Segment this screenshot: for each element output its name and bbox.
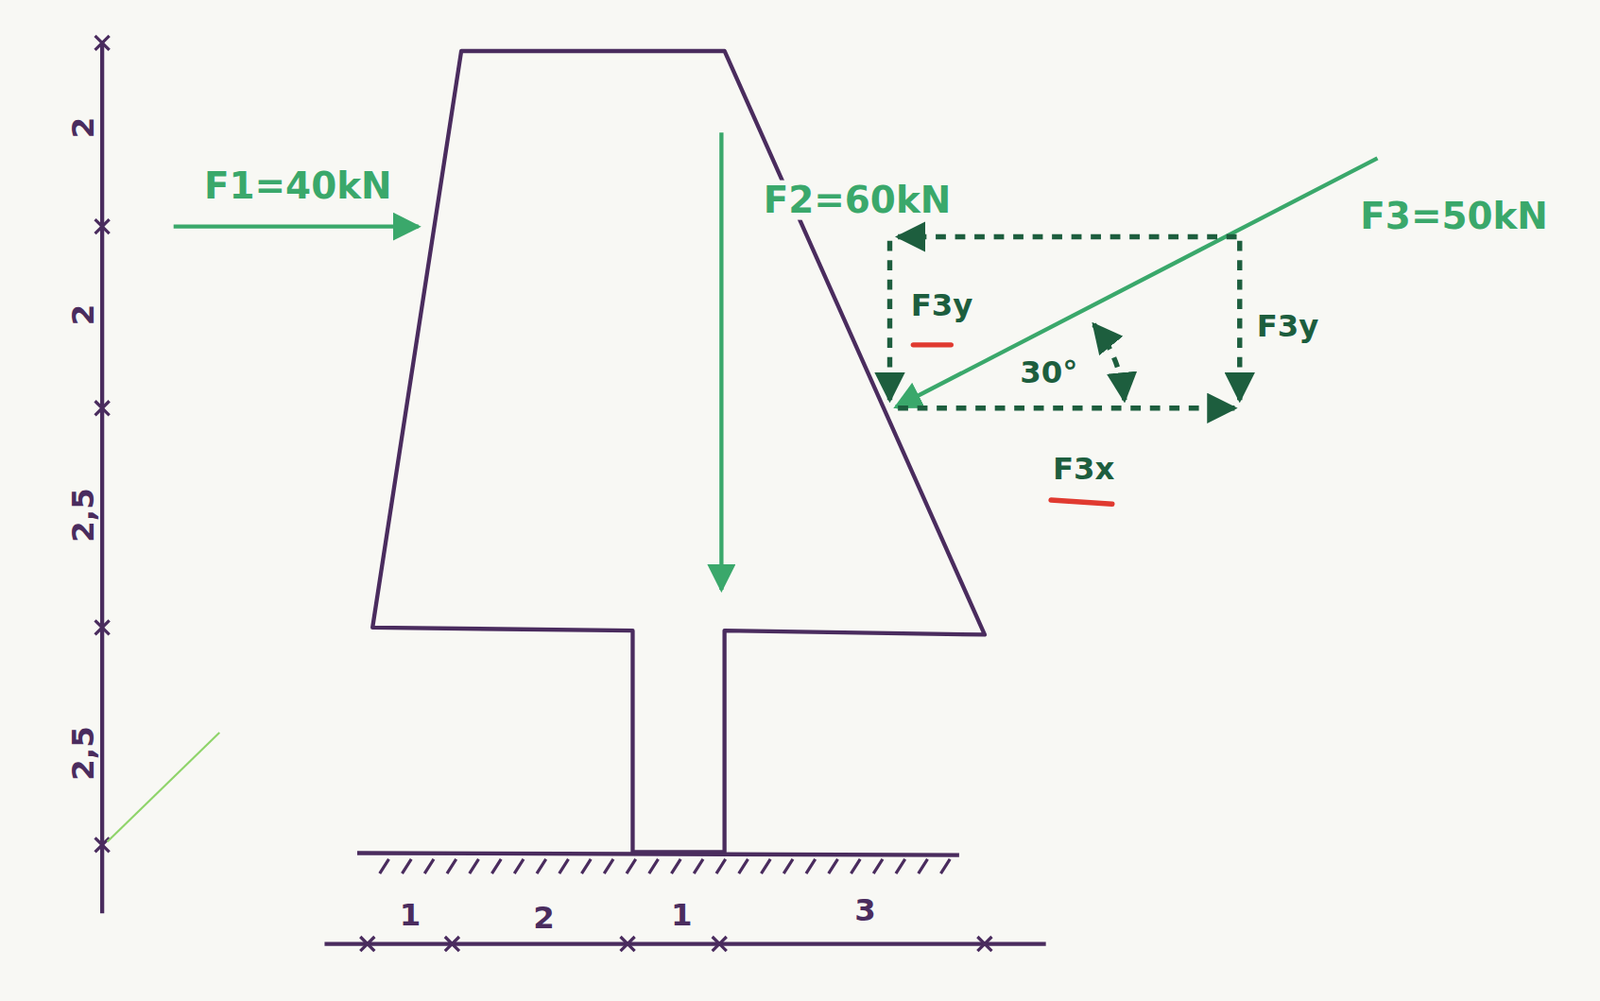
highlight-underline: [912, 342, 951, 347]
f3y-component-right: [1237, 240, 1242, 400]
force-f1-arrow: [173, 223, 419, 228]
f3x-component-bottom: [897, 405, 1235, 411]
dimension-ticks: [360, 936, 992, 951]
dimension-label: 1: [396, 898, 425, 933]
f3x-component-top: [897, 234, 1237, 240]
angle-arc: [1093, 324, 1124, 400]
dimension-label: 2,5: [67, 722, 102, 783]
force-f3-arrow: [895, 157, 1378, 407]
dimension-axis: [100, 40, 104, 913]
dimension-label: 2: [67, 300, 102, 328]
structure-outline: [372, 51, 985, 852]
force-f2-arrow: [719, 132, 723, 590]
ground-hatch: [379, 859, 950, 874]
dimension-label: 1: [668, 898, 696, 933]
component-label: F3y: [908, 289, 977, 324]
angle-label: 30°: [1016, 356, 1081, 391]
stray-mark: [107, 732, 221, 843]
dimension-label: 3: [851, 894, 879, 929]
component-label: F3y: [1254, 309, 1323, 345]
dimension-label: 2: [530, 901, 558, 936]
dimension-line: [324, 941, 1046, 946]
component-rectangle: [889, 236, 1239, 408]
force-label: F2=60kN: [760, 179, 955, 221]
highlight-underline: [1050, 499, 1113, 504]
component-label: F3x: [1049, 452, 1119, 487]
force-label: F1=40kN: [201, 165, 396, 207]
force-label: F3=50kN: [1357, 196, 1551, 238]
dimension-label: 2: [67, 114, 102, 142]
f3y-component-left: [887, 240, 893, 400]
dimension-label: 2,5: [67, 485, 102, 546]
